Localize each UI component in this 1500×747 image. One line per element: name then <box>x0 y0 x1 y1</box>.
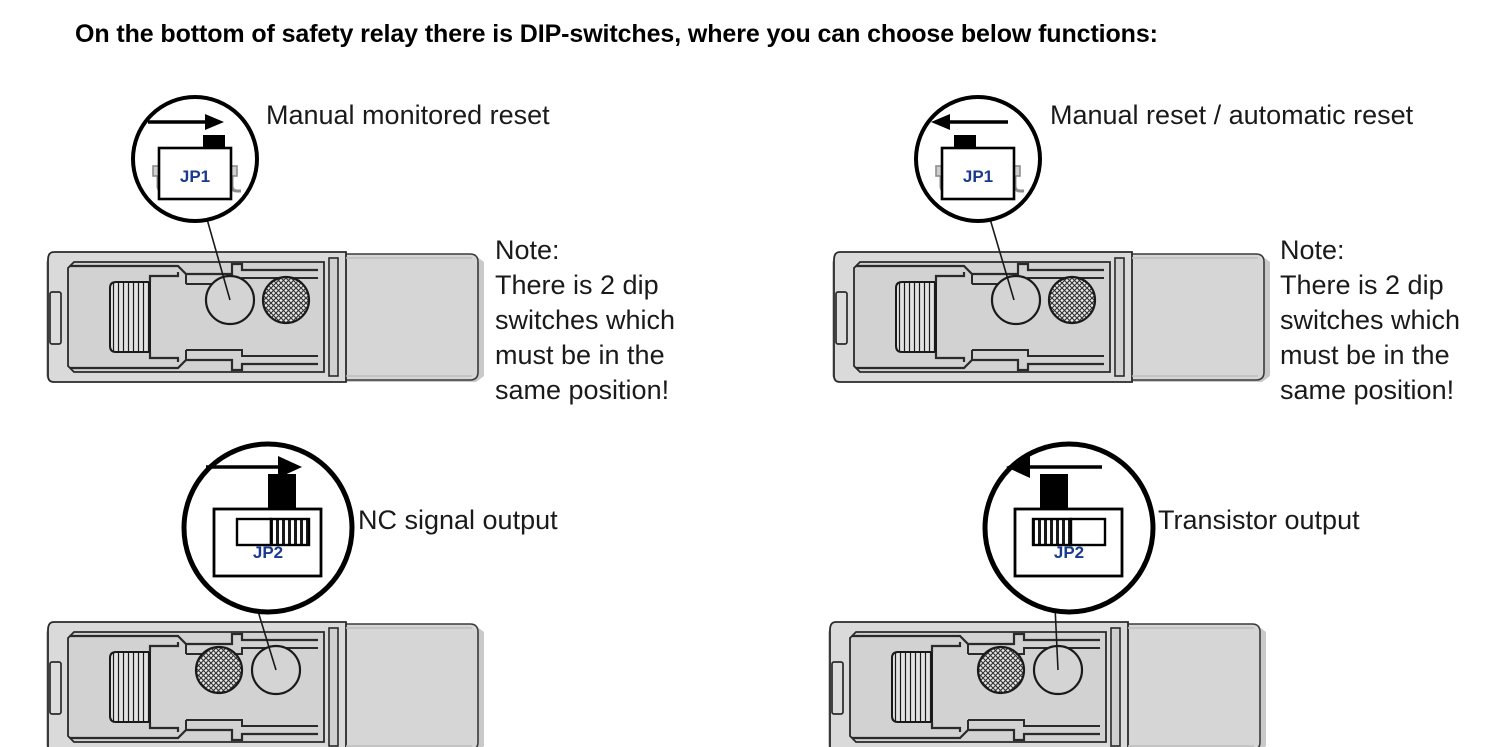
direction-arrow-top-right <box>931 114 1008 130</box>
jp1-access-hole[interactable] <box>990 274 1042 326</box>
jp1-access-hole[interactable] <box>194 645 244 695</box>
note-top-right: Note: There is 2 dip switches which must… <box>1280 235 1461 405</box>
direction-arrow-bottom-right <box>1006 456 1102 478</box>
dip-switch-tab[interactable] <box>203 135 225 150</box>
leader-line-bottom-right <box>1053 584 1059 671</box>
relay-body-bottom-right <box>826 620 1268 747</box>
jumper-label-bottom-left: JP2 <box>253 543 283 562</box>
magnifier-circle-bottom-right <box>982 441 1156 615</box>
jp2-access-hole[interactable] <box>1032 644 1084 696</box>
jumper-jp2-bottom-left[interactable] <box>212 474 323 578</box>
relay-body-top-right <box>830 250 1272 384</box>
leader-line-bottom-left <box>249 584 277 671</box>
jumper-jp1-top-left[interactable] <box>152 135 241 201</box>
relay-body-top-left <box>44 250 486 384</box>
note-top-left: Note: There is 2 dip switches which must… <box>495 235 676 405</box>
jumper-label-top-right: JP1 <box>963 167 993 186</box>
relay-body-bottom-left <box>44 620 486 747</box>
unit-bottom-right: JP2 <box>826 441 1268 747</box>
jp1-access-hole[interactable] <box>204 274 256 326</box>
jp2-access-hole[interactable] <box>1047 275 1097 325</box>
jumper-label-bottom-right: JP2 <box>1054 543 1084 562</box>
jp1-access-hole[interactable] <box>976 645 1026 695</box>
dip-switch-tab[interactable] <box>268 474 296 512</box>
dip-switch-tab[interactable] <box>954 135 976 150</box>
caption-bottom-right: Transistor output <box>1158 505 1360 535</box>
dip-teeth <box>269 517 311 547</box>
dip-slider[interactable] <box>235 517 273 547</box>
direction-arrow-bottom-left <box>206 456 302 478</box>
leader-line-top-right <box>987 211 1015 301</box>
jumper-jp1-top-right[interactable] <box>935 135 1024 201</box>
dip-teeth <box>1031 517 1073 547</box>
dip-slider[interactable] <box>1069 517 1107 547</box>
caption-top-left: Manual monitored reset <box>266 100 550 130</box>
magnifier-circle-top-left <box>131 95 259 223</box>
direction-arrow-top-left <box>148 114 224 130</box>
leader-line-top-left <box>204 211 231 301</box>
page-title: On the bottom of safety relay there is D… <box>75 20 1158 48</box>
jp2-access-hole[interactable] <box>261 275 311 325</box>
dip-switch-tab[interactable] <box>1040 474 1068 512</box>
unit-top-right: JP1 <box>830 95 1272 384</box>
unit-top-left: JP1 <box>44 95 486 384</box>
caption-top-right: Manual reset / automatic reset <box>1050 100 1414 130</box>
magnifier-circle-bottom-left <box>181 441 355 615</box>
jumper-label-top-left: JP1 <box>180 167 210 186</box>
unit-bottom-left: JP2 <box>44 441 486 747</box>
caption-bottom-left: NC signal output <box>358 505 558 535</box>
jp2-access-hole[interactable] <box>250 644 302 696</box>
jumper-jp2-bottom-right[interactable] <box>1013 474 1124 578</box>
magnifier-circle-top-right <box>914 95 1042 223</box>
